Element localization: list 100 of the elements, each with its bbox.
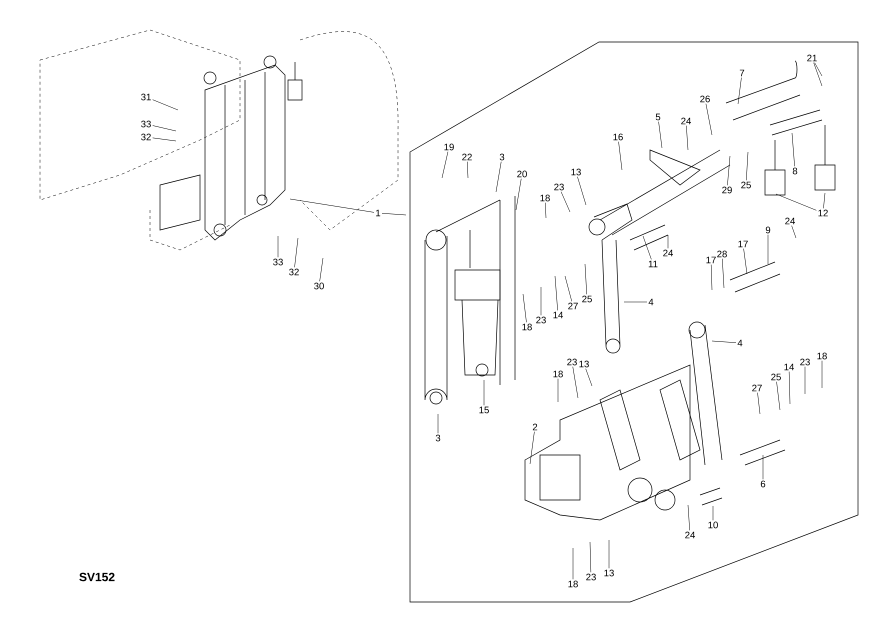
callout-number: 2 (532, 424, 538, 430)
leader-line (792, 132, 795, 167)
callout-number: 23 (800, 358, 810, 366)
leader-line (554, 276, 558, 311)
leader-line (564, 276, 572, 302)
leader-line (496, 161, 502, 192)
leader-line (722, 258, 724, 288)
leader-line (788, 371, 790, 404)
callout-number: 23 (586, 574, 596, 580)
leader-line (642, 236, 652, 260)
callout-number: 14 (553, 312, 563, 318)
callout-number: 24 (785, 218, 795, 224)
callout-number: 29 (722, 186, 732, 194)
leader-line (727, 156, 730, 186)
callout-number: 10 (708, 522, 718, 528)
callout-number: 7 (740, 70, 744, 76)
leader-line (762, 454, 764, 480)
leader-line (757, 392, 760, 414)
leader-line (712, 340, 736, 343)
callout-number: 17 (738, 240, 748, 248)
leader-line (516, 178, 522, 210)
callout-number: 25 (741, 182, 751, 188)
callout-number: 13 (571, 168, 581, 176)
leader-line (545, 202, 546, 218)
leader-line (791, 225, 796, 238)
leader-line (319, 258, 324, 282)
leader-line (294, 238, 298, 268)
leader-line (746, 152, 748, 181)
callout-number: 14 (784, 364, 794, 370)
leader-line (152, 138, 176, 142)
callout-number: 23 (536, 316, 546, 324)
callout-number: 32 (141, 134, 151, 140)
leader-line (290, 198, 374, 213)
leader-line (823, 192, 826, 209)
leader-line (658, 121, 662, 148)
callout-number: 24 (663, 250, 673, 256)
leader-line (776, 381, 780, 410)
leader-line (577, 176, 586, 206)
callout-number: 18 (522, 324, 532, 330)
leader-line (585, 368, 592, 386)
leader-line (540, 286, 542, 316)
callout-number: 20 (517, 170, 527, 178)
leader-line (706, 103, 712, 136)
leader-line (814, 62, 822, 76)
callout-number: 33 (141, 120, 151, 128)
leader-line (152, 99, 178, 110)
leader-line (743, 248, 748, 274)
callout-number: 27 (752, 384, 762, 392)
callout-number: 25 (771, 374, 781, 380)
callout-number: 18 (568, 580, 578, 588)
callout-number: 21 (807, 54, 817, 62)
callout-number: 13 (604, 570, 614, 576)
leader-line (382, 213, 406, 216)
callout-number: 15 (479, 406, 489, 414)
leader-line (590, 542, 592, 573)
callout-number: 18 (817, 352, 827, 360)
callout-number: 6 (760, 480, 766, 488)
callout-number: 31 (141, 94, 151, 100)
callout-number: 26 (700, 96, 710, 102)
callout-number: 22 (462, 154, 472, 160)
leader-line (710, 264, 712, 290)
leader-line (688, 504, 690, 531)
callout-number: 24 (685, 532, 695, 538)
callout-number: 25 (582, 296, 592, 302)
callout-number: 13 (579, 360, 589, 368)
leader-line (712, 506, 714, 521)
leader-line (152, 125, 176, 132)
callout-number: 4 (648, 298, 654, 306)
leader-line (560, 191, 570, 212)
callout-number: 19 (444, 144, 454, 150)
drawing-code: SV152 (79, 572, 115, 582)
callout-number: 12 (818, 210, 828, 216)
callout-number: 27 (568, 302, 578, 310)
leader-line (686, 125, 688, 150)
callout-number: 28 (717, 250, 727, 258)
leader-line (584, 264, 587, 295)
leader-line (608, 540, 610, 569)
leader-line (442, 151, 448, 178)
callout-number: 33 (273, 258, 283, 266)
leader-line (530, 431, 535, 464)
callout-number: 23 (554, 184, 564, 190)
callout-number: 18 (540, 194, 550, 202)
leader-line (813, 62, 822, 86)
callout-number: 32 (289, 268, 299, 276)
leader-line (572, 366, 578, 398)
leader-line (572, 548, 574, 580)
callout-number: 30 (314, 282, 324, 290)
callout-number: 1 (376, 210, 380, 216)
callout-number: 5 (656, 114, 660, 120)
callout-number: 4 (738, 340, 742, 346)
callout-number: 9 (766, 226, 770, 234)
callout-number: 18 (553, 370, 563, 378)
leader-line (522, 294, 527, 323)
leader-line (776, 194, 817, 211)
leader-line (738, 77, 742, 104)
callout-number: 17 (706, 256, 716, 264)
leader-line (618, 141, 622, 170)
callout-number: 3 (500, 154, 504, 160)
callout-number: 16 (613, 134, 623, 140)
callout-number: 23 (567, 358, 577, 366)
